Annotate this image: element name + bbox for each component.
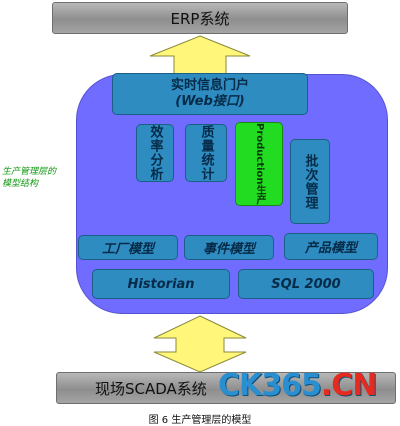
batch-management-label: 批次管理 <box>302 153 318 210</box>
side-annotation: 生产管理层的 模型结构 <box>2 166 72 190</box>
side-annotation-line1: 生产管理层的 <box>2 167 57 177</box>
realtime-portal-box: 实时信息门户 (Web接口) <box>112 73 308 115</box>
bottom-arrow-shape <box>153 315 247 373</box>
production-label: Production生产 <box>254 123 265 205</box>
efficiency-analysis-label: 效率分析 <box>147 125 163 181</box>
historian-box: Historian <box>92 269 230 299</box>
erp-system-bar: ERP系统 <box>52 2 348 34</box>
product-model-box: 产品模型 <box>284 233 378 260</box>
side-annotation-line2: 模型结构 <box>2 179 39 190</box>
quality-statistics-label: 质量统计 <box>198 125 214 181</box>
watermark-left: CK365 <box>218 368 322 403</box>
realtime-portal-subtitle: (Web接口) <box>175 94 245 109</box>
efficiency-analysis-box: 效率分析 <box>136 124 174 182</box>
watermark-dot: . <box>320 368 332 403</box>
factory-model-label: 工厂模型 <box>101 242 154 257</box>
scada-system-bar: 现场SCADA系统 <box>56 372 396 404</box>
sql-server-box: SQL 2000 <box>238 269 374 299</box>
quality-statistics-box: 质量统计 <box>185 124 227 182</box>
figure-caption: 图 6 生产管理层的模型 <box>0 411 400 426</box>
top-arrow-shape <box>149 35 251 79</box>
event-model-label: 事件模型 <box>202 242 255 257</box>
factory-model-box: 工厂模型 <box>78 235 178 260</box>
event-model-box: 事件模型 <box>184 235 274 260</box>
batch-management-box: 批次管理 <box>290 139 330 224</box>
erp-system-label: ERP系统 <box>170 9 230 28</box>
figure-caption-text: 图 6 生产管理层的模型 <box>148 415 252 426</box>
scada-system-label: 现场SCADA系统 <box>95 379 207 398</box>
watermark-right: CN <box>331 368 377 403</box>
historian-label: Historian <box>127 276 195 292</box>
realtime-portal-title: 实时信息门户 <box>170 77 249 93</box>
ck365-watermark: CK365.CN <box>218 366 377 406</box>
production-box: Production生产 <box>235 122 283 206</box>
sql-server-label: SQL 2000 <box>271 276 341 292</box>
product-model-label: 产品模型 <box>304 241 357 256</box>
